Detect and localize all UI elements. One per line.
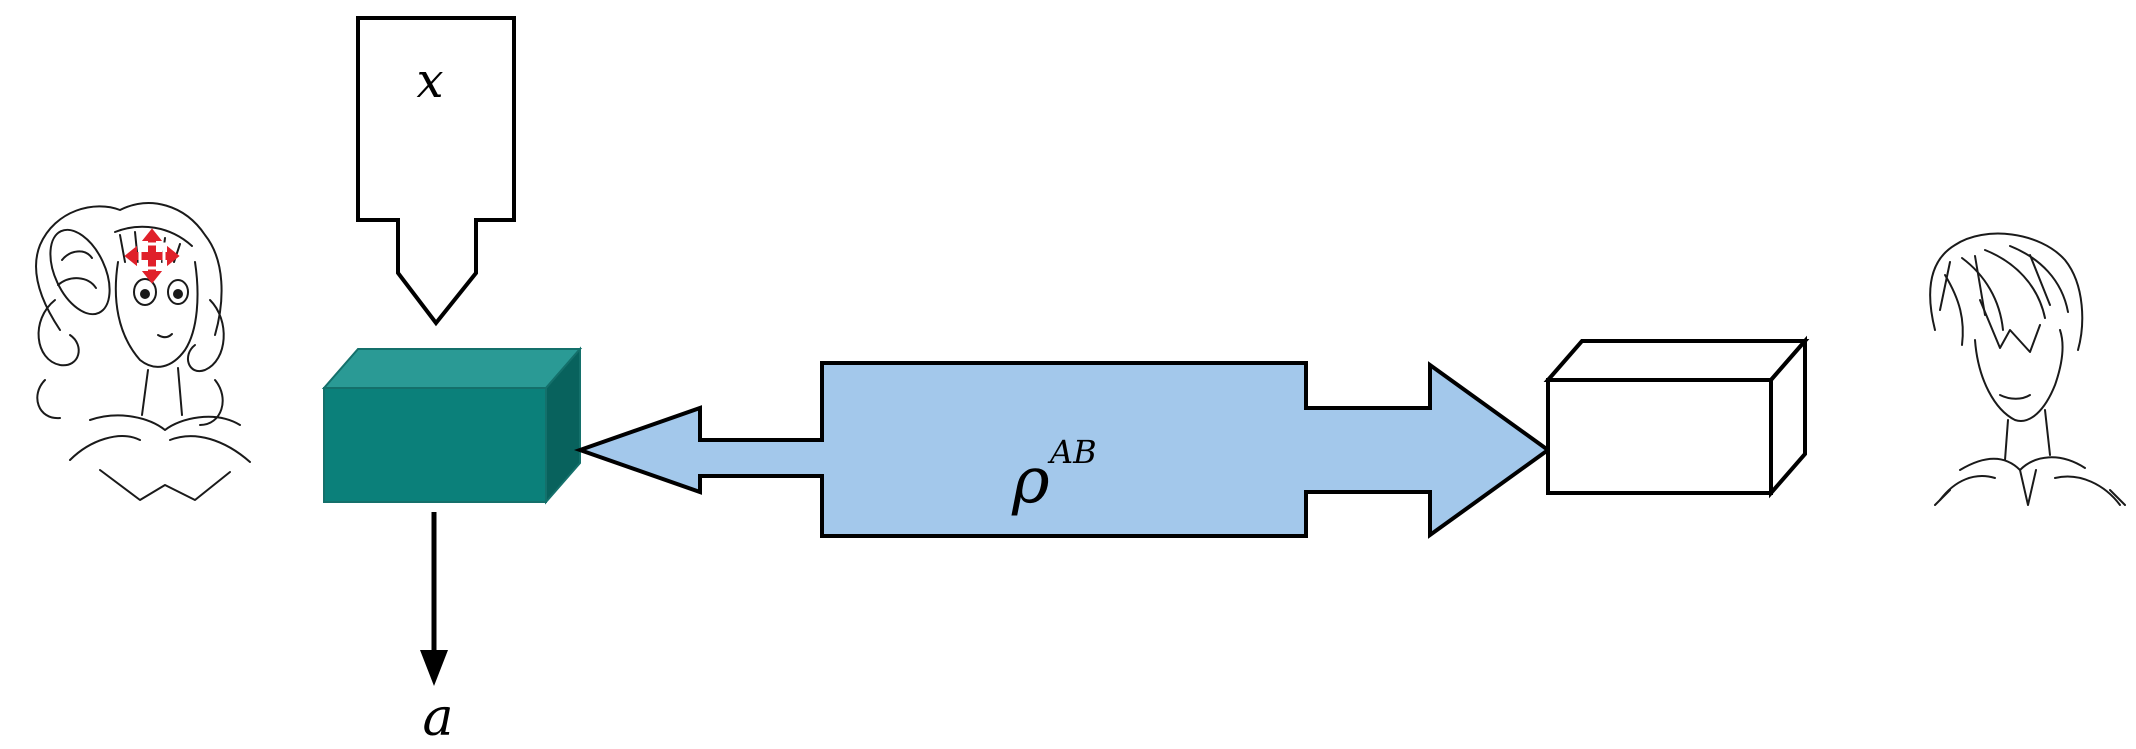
input-arrow (356, 16, 516, 327)
alice-measurement-box (321, 346, 583, 505)
move-arrows-icon (124, 228, 180, 284)
state-symbol: ρ (1011, 444, 1050, 518)
output-arrow (420, 512, 448, 686)
girl-character-sketch-icon (35, 202, 251, 501)
input-label: x (416, 53, 443, 109)
shared-state-label: ρ AB (1011, 433, 1097, 518)
bob-box-top (1543, 339, 1810, 382)
state-superscript: AB (1047, 433, 1097, 471)
alice-box-front (323, 387, 547, 503)
alice-box-top (321, 348, 583, 389)
bob-measurement-box (1543, 335, 1810, 499)
bob-box-front (1546, 378, 1773, 495)
output-label: a (422, 688, 453, 748)
boy-character-sketch-icon (1929, 232, 2126, 506)
